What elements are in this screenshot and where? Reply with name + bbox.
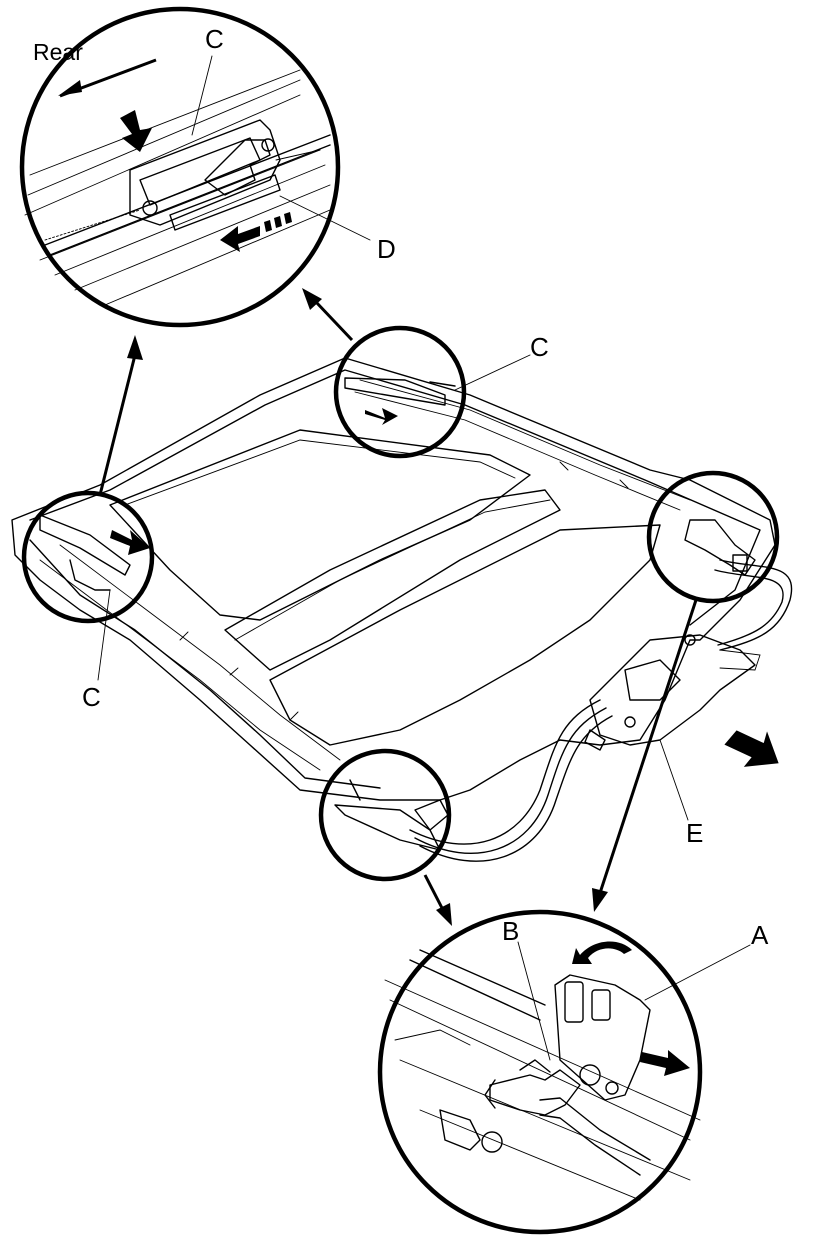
label-c-top: C xyxy=(205,24,224,54)
circle-detail-marks xyxy=(39,377,756,851)
label-d: D xyxy=(377,234,396,264)
label-rear: Rear xyxy=(33,39,83,65)
label-c-left: C xyxy=(82,682,101,712)
magnified-view-guide xyxy=(19,6,371,328)
label-leaders xyxy=(97,354,689,821)
label-a: A xyxy=(751,920,769,950)
callout-arrows xyxy=(98,288,779,926)
label-c-mid: C xyxy=(530,332,549,362)
sunroof-frame xyxy=(11,357,776,801)
drive-motor xyxy=(584,634,761,751)
detail-circles xyxy=(21,325,780,882)
label-b: B xyxy=(502,916,519,946)
label-e: E xyxy=(686,818,703,848)
magnified-view-cable-clip xyxy=(377,909,751,1235)
